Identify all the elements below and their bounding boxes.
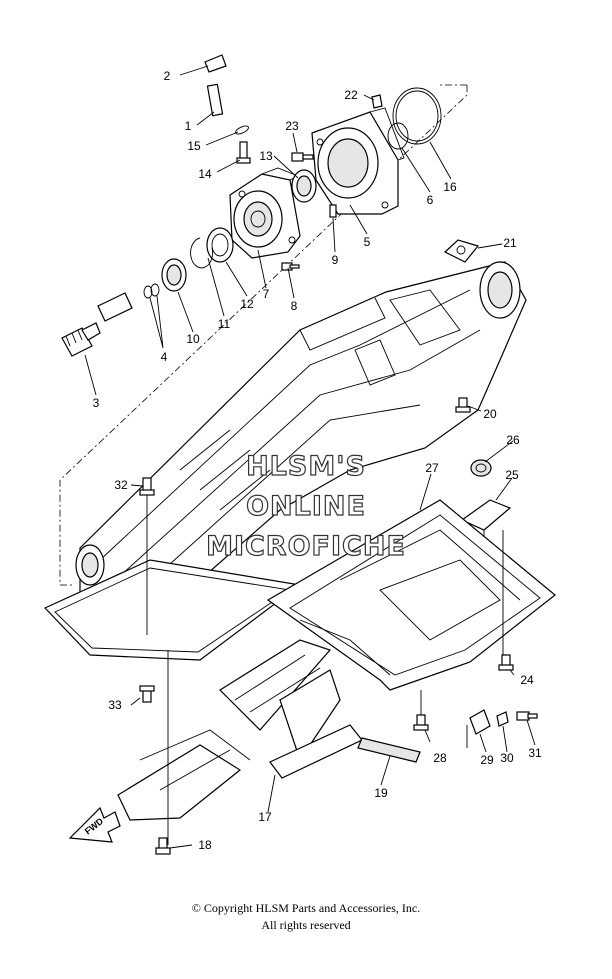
callout-16: 16 (443, 180, 457, 194)
intake-grate (219, 639, 341, 762)
large-o-ring-part-16 (392, 87, 442, 145)
callout-23: 23 (285, 119, 299, 133)
intake-duct-lower (117, 729, 251, 821)
callout-28: 28 (433, 751, 447, 765)
callout-3: 3 (93, 396, 100, 410)
callout-29: 29 (480, 753, 494, 767)
bearing-part-12 (206, 227, 234, 263)
bracket-part-29 (469, 709, 491, 735)
callout-22: 22 (344, 88, 358, 102)
callout-6: 6 (427, 193, 434, 207)
watermark: HLSM'S ONLINE MICROFICHE (205, 450, 406, 562)
callout-2: 2 (164, 69, 171, 83)
callout-30: 30 (500, 751, 514, 765)
callout-19: 19 (374, 786, 388, 800)
bolt-part-8 (281, 262, 300, 271)
o-rings-part-4 (143, 283, 160, 299)
callout-32: 32 (114, 478, 128, 492)
callout-14: 14 (198, 167, 212, 181)
callout-15: 15 (187, 139, 201, 153)
copyright-line: © Copyright HLSM Parts and Accessories, … (191, 901, 421, 915)
ride-plate-part-27 (266, 499, 556, 691)
callout-27: 27 (425, 461, 439, 475)
callout-21: 21 (503, 236, 517, 250)
housing-base-plate (43, 559, 302, 661)
watermark-line-2: ONLINE (246, 491, 366, 522)
pump-body-part-7 (229, 167, 301, 259)
clip-part-22 (371, 94, 383, 109)
callout-11: 11 (218, 317, 231, 331)
bolt-part-33 (139, 685, 155, 703)
callout-7: 7 (263, 287, 270, 301)
watermark-line-3: MICROFICHE (206, 531, 406, 562)
bolt-part-24 (498, 654, 514, 671)
callout-17: 17 (258, 810, 272, 824)
pin-part-1 (206, 83, 224, 117)
strip-part-19 (357, 737, 421, 763)
bolt-part-32 (139, 477, 155, 635)
jet-pump-housing (75, 261, 527, 621)
callout-1: 1 (185, 119, 192, 133)
callout-20: 20 (483, 407, 497, 421)
callout-25: 25 (505, 468, 519, 482)
callout-26: 26 (506, 433, 520, 447)
callout-8: 8 (291, 299, 298, 313)
watermark-line-1: HLSM'S (246, 451, 366, 482)
rights-reserved-line: All rights reserved (261, 918, 351, 932)
leader-lines (84, 65, 536, 849)
clip-part-15 (235, 125, 249, 135)
fitting-part-14 (236, 141, 251, 164)
callout-9: 9 (332, 253, 339, 267)
fwd-arrow-icon: FWD (68, 806, 121, 843)
callout-33: 33 (108, 698, 122, 712)
bolt-part-23 (291, 152, 314, 162)
mount-plate-part-21 (443, 239, 480, 263)
pump-cover-part-5 (311, 107, 405, 215)
sleeve-part-3 (97, 292, 133, 322)
seal-part-13 (291, 169, 317, 203)
assembly-frame (59, 84, 468, 586)
coupler-shaft-part-3 (61, 322, 101, 357)
callout-5: 5 (364, 235, 371, 249)
callout-24: 24 (520, 673, 534, 687)
seal-part-10 (161, 258, 187, 292)
callout-10: 10 (186, 332, 200, 346)
callout-13: 13 (259, 149, 273, 163)
bolt-part-31 (516, 711, 538, 721)
callout-18: 18 (198, 838, 212, 852)
o-ring-part-6 (387, 122, 409, 150)
bolt-part-18 (155, 837, 171, 855)
dowel-part-9 (329, 204, 337, 218)
washer-part-30 (496, 711, 509, 727)
grommet-part-26 (470, 459, 492, 477)
callout-4: 4 (161, 350, 168, 364)
bolt-part-20 (455, 397, 471, 413)
circlip-part-11 (190, 237, 213, 269)
copyright-notice: © Copyright HLSM Parts and Accessories, … (0, 900, 612, 934)
cap-part-2 (204, 54, 227, 73)
callout-31: 31 (528, 746, 542, 760)
bolt-part-28 (413, 714, 429, 731)
callout-labels: 2 1 15 14 13 22 23 6 16 5 9 7 8 12 11 10… (93, 69, 542, 852)
callout-12: 12 (240, 297, 254, 311)
